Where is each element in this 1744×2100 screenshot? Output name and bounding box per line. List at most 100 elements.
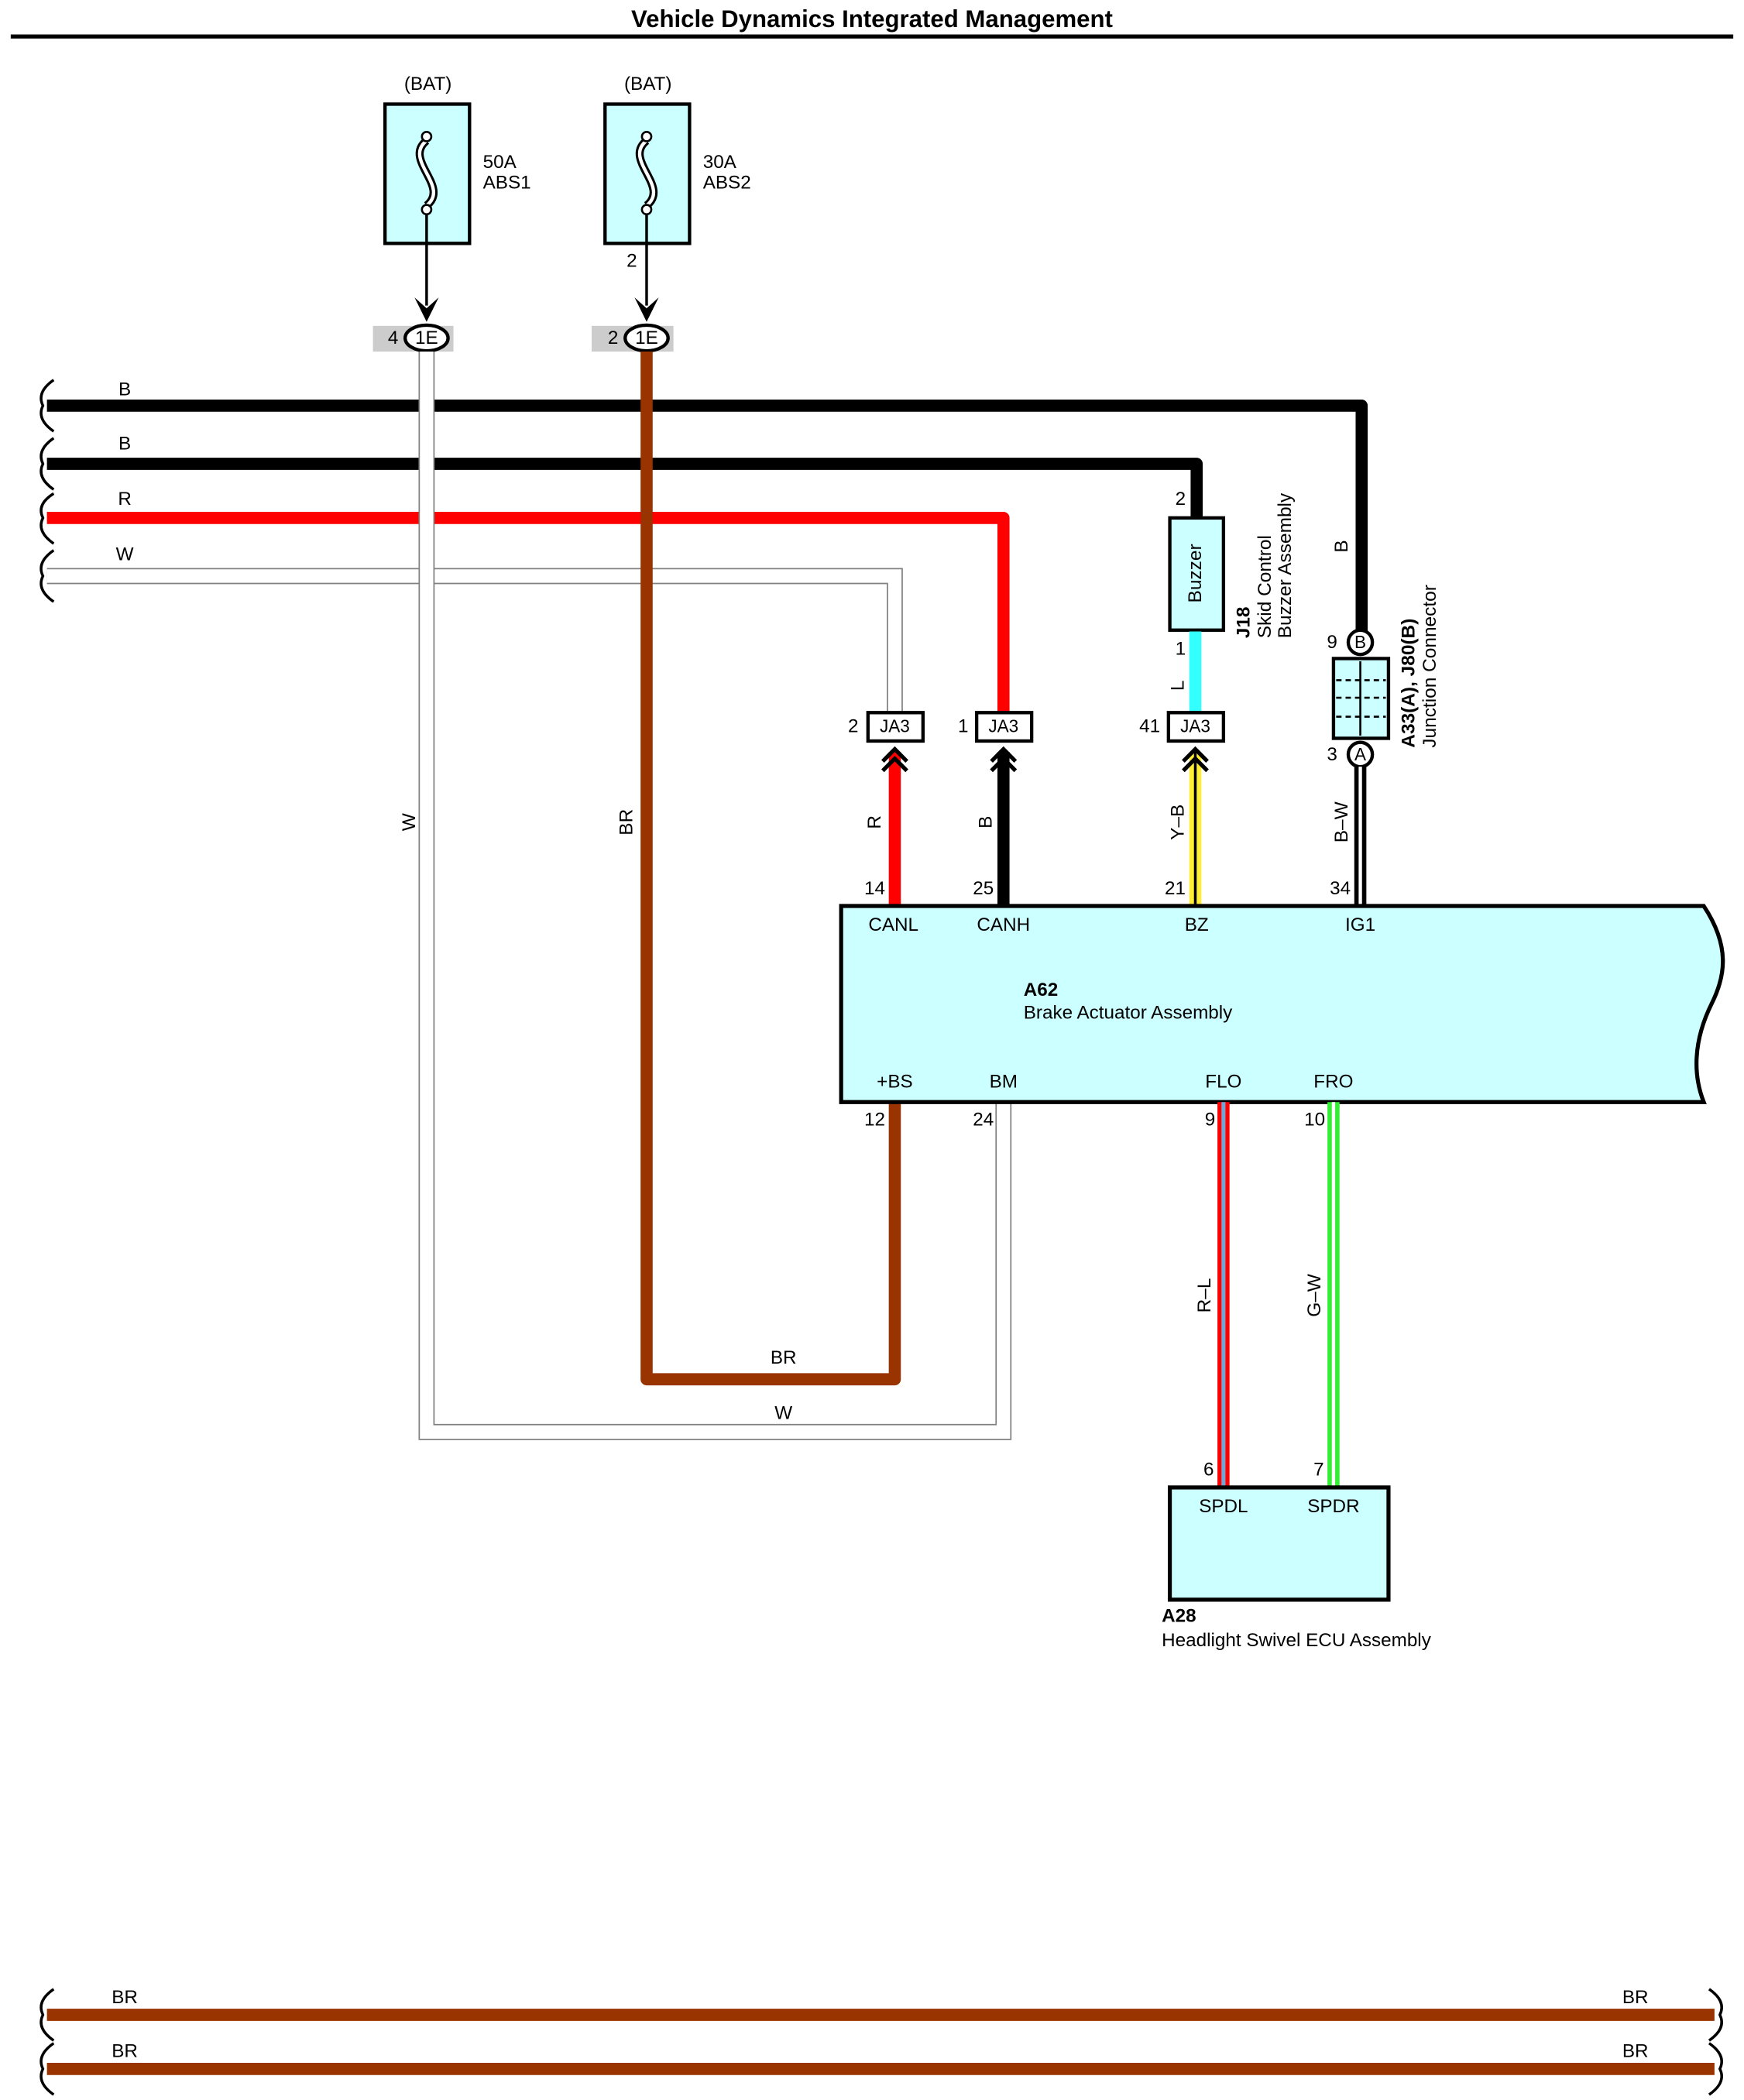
- terminal-label: IG1: [1345, 914, 1375, 935]
- bus-wire-r: [46, 511, 1010, 715]
- headlight-swivel-ecu: 6 7 SPDL SPDR A28 Headlight Swivel ECU A…: [1162, 1460, 1431, 1651]
- terminal-label: FRO: [1313, 1071, 1353, 1092]
- buzzer-body: [1168, 516, 1226, 632]
- connector-chevron-icon: [1182, 746, 1209, 763]
- wire-break-mark: [39, 1988, 55, 2042]
- terminal-label: +BS: [877, 1071, 913, 1092]
- bus-wire-b-2: [46, 458, 1203, 520]
- fuse-element-icon-inner: [637, 139, 656, 208]
- fuse-terminal-icon: [421, 204, 433, 216]
- junction-connector: B 9 B 3 A A33(A), J80(B) Junction Connec…: [1327, 540, 1440, 907]
- ja3-wire-label: Y–B: [1168, 805, 1189, 840]
- fuse-feed-wires: W BR BR W: [399, 352, 1012, 1440]
- terminal-label: FLO: [1205, 1071, 1241, 1092]
- buzzer-name-line: Skid Control: [1255, 535, 1275, 638]
- bottom-wire-label: BR: [1622, 1987, 1649, 2008]
- diagram-title: Vehicle Dynamics Integrated Management: [631, 5, 1113, 33]
- terminal-pin: 25: [973, 878, 994, 899]
- terminal-pin: 24: [973, 1109, 994, 1130]
- ja3-wire-label: R: [864, 815, 885, 829]
- buzzer-code: J18: [1233, 606, 1254, 638]
- connector-chevron-icon: [990, 755, 1018, 773]
- brake-actuator-assembly: 14 25 21 34 CANL CANH BZ IG1 A62 Brake A…: [839, 878, 1725, 1130]
- fuse-name: ABS2: [703, 172, 751, 193]
- fuse-terminal-icon: [640, 204, 653, 216]
- connector-oval: [623, 323, 670, 353]
- bus-wire-w-outline: [46, 568, 903, 715]
- junction-side-a: A: [1354, 745, 1367, 764]
- connector-code: 1E: [635, 328, 658, 348]
- junction-side-b: B: [1354, 633, 1366, 652]
- abs2-wire-label: BR: [616, 809, 637, 836]
- terminal-label: BZ: [1185, 914, 1209, 935]
- junction-out-pin: 3: [1327, 744, 1337, 765]
- wire-break-mark: [39, 437, 55, 491]
- ja3-pin: 41: [1139, 715, 1160, 736]
- bus-wire-w: [46, 569, 902, 715]
- ja3-pin: 1: [958, 715, 968, 736]
- component-code: A62: [1024, 980, 1058, 1000]
- fuse-terminal-icon: [421, 130, 433, 142]
- ja3-pin: 2: [848, 715, 858, 736]
- junction-in-pin: 9: [1327, 632, 1337, 653]
- wire-break-mark: [39, 492, 55, 545]
- bottom-br-wires: BR BR BR BR: [39, 1987, 1723, 2096]
- fuse-abs2: (BAT) 30A ABS2 2 2 1E: [591, 74, 751, 353]
- ja3-body: [1166, 711, 1226, 743]
- fuse-name: ABS1: [483, 172, 531, 193]
- terminal-label: CANH: [977, 914, 1030, 935]
- bottom-wire-label: BR: [1622, 2041, 1649, 2062]
- connector-chevron-icon: [990, 746, 1018, 763]
- junction-code: A33(A), J80(B): [1398, 619, 1419, 748]
- fuse-element-icon-inner: [417, 139, 435, 208]
- flo-wire-label: R–L: [1194, 1278, 1215, 1313]
- buzzer-pin-out: 1: [1176, 639, 1186, 660]
- ja3-connectors: 2 JA3 R 1 JA3 B 41 JA3 Y–B: [848, 711, 1226, 907]
- arrow-down-icon: [414, 297, 439, 322]
- skid-control-buzzer: 2 Buzzer 1 L J18 Skid Control Buzzer Ass…: [1168, 489, 1296, 715]
- wire-break-mark: [39, 379, 55, 433]
- connector-pin: 2: [608, 328, 618, 348]
- ja3-code: JA3: [880, 716, 910, 736]
- terminal-pin: 14: [864, 878, 885, 899]
- ja3-code: JA3: [988, 716, 1018, 736]
- fuse-terminal-icon: [640, 130, 653, 142]
- fuse-abs1: (BAT) 50A ABS1 4 1E: [372, 74, 531, 353]
- bus-wire-b-1: [46, 400, 1368, 632]
- component-name: Headlight Swivel ECU Assembly: [1162, 1630, 1431, 1651]
- fuse-rating: 30A: [703, 152, 737, 173]
- wire-break-mark: [39, 549, 55, 603]
- abs1-wire-label: W: [399, 813, 420, 831]
- speed-signal-wires: R–L G–W: [1194, 1102, 1340, 1488]
- buzzer-pin-in: 2: [1176, 489, 1186, 510]
- bus-wire-label: B: [118, 379, 131, 400]
- component-code: A28: [1162, 1605, 1196, 1626]
- junction-name: Junction Connector: [1420, 585, 1440, 748]
- wire-break-mark: [39, 2042, 55, 2096]
- wire-break-mark: [1708, 1988, 1723, 2042]
- bus-wires: B B R W: [39, 379, 1368, 715]
- fuse-source-label: (BAT): [404, 74, 452, 94]
- junction-in-wire-label: B: [1331, 540, 1352, 552]
- fuse-output-pin: 2: [627, 250, 637, 271]
- buzzer-name-line: Buzzer Assembly: [1275, 492, 1296, 638]
- buzzer-wire-label: L: [1168, 681, 1189, 691]
- ja3-body: [974, 711, 1034, 743]
- terminal-pin: 21: [1165, 878, 1186, 899]
- connector-chevron-icon: [1182, 755, 1209, 773]
- bottom-wire-label: BR: [112, 2041, 138, 2062]
- ja3-wire-label: B: [976, 816, 997, 829]
- arrow-down-icon: [634, 297, 659, 322]
- bus-wire-label: W: [116, 544, 134, 564]
- connector-chevron-icon: [881, 746, 908, 763]
- connector-pin: 4: [388, 328, 398, 348]
- terminal-pin: 34: [1330, 878, 1351, 899]
- return-wire-br-label: BR: [771, 1347, 797, 1368]
- wire-break-mark: [1708, 2042, 1723, 2096]
- terminal-label: CANL: [868, 914, 918, 935]
- fuse-source-label: (BAT): [624, 74, 672, 94]
- abs1-wire-w: [420, 352, 1011, 1439]
- buzzer-body-label: Buzzer: [1185, 544, 1206, 602]
- bus-wire-label: R: [118, 489, 132, 510]
- abs2-wire-br: [640, 352, 901, 1386]
